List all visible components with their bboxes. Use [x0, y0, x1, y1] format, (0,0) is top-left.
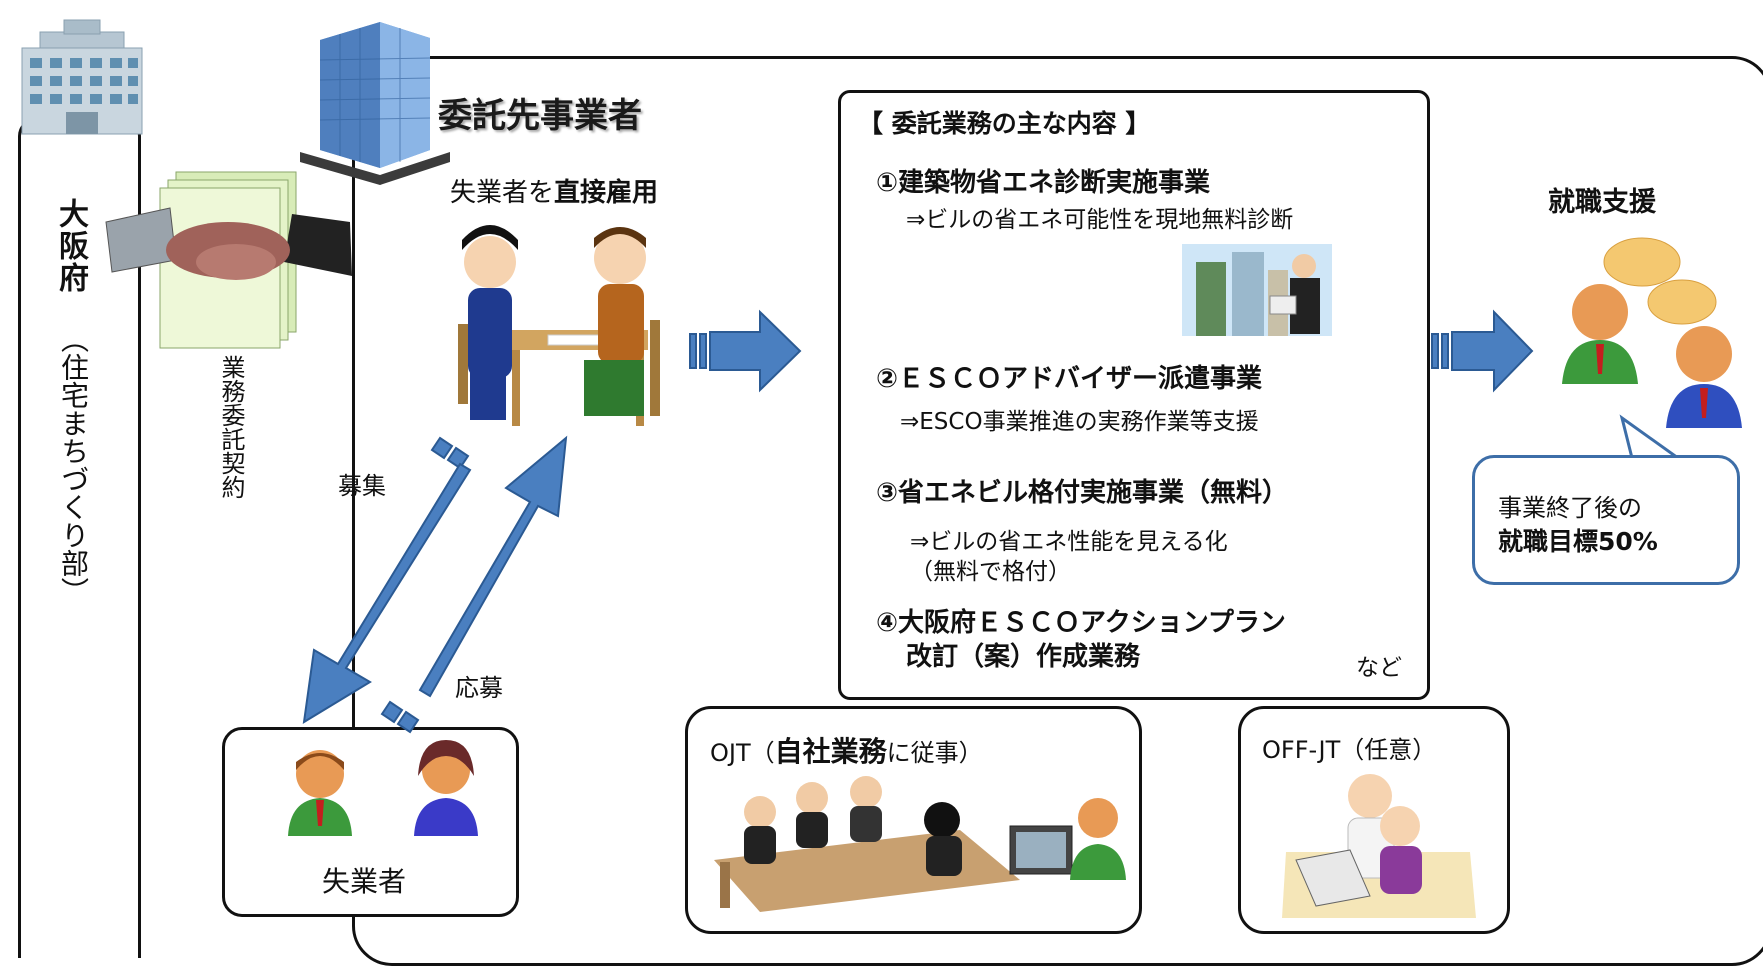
contents-etc: など — [1356, 655, 1402, 681]
ojt-title: OJT（自社業務に従事） — [710, 730, 983, 770]
training-illustration-icon — [1282, 774, 1476, 918]
ojt-bold: 自社業務 — [774, 735, 887, 768]
recruit-label: 募集 — [338, 472, 386, 500]
arrow-right-icon — [1431, 309, 1534, 393]
contents-item-2-sub: ⇒ESCO事業推進の実務作業等支援 — [900, 409, 1259, 435]
job-support-illustration-icon — [1562, 237, 1742, 428]
ojt-prefix: OJT（ — [710, 739, 775, 767]
office-tower-icon — [300, 22, 450, 185]
jobseeker-man-icon — [288, 750, 352, 836]
contents-item-3: ③省エネビル格付実施事業（無料） — [876, 478, 1289, 508]
handshake-icon — [105, 207, 352, 280]
ojt-suffix: に従事） — [886, 739, 983, 767]
direct-hire-label: 失業者を直接雇用 — [450, 172, 658, 209]
contents-item-4-line2: 改訂（案）作成業務 — [906, 642, 1141, 672]
osaka-prefecture-label: 大阪府 — [53, 198, 88, 294]
direct-hire-prefix: 失業者を — [450, 178, 555, 208]
contractor-title: 委託先事業者 — [438, 96, 642, 136]
meeting-illustration-icon — [714, 776, 1126, 912]
interview-illustration-icon — [458, 225, 660, 426]
apply-label: 応募 — [455, 674, 503, 702]
recruit-arrow-icon — [302, 436, 472, 724]
contents-item-3-sub: ⇒ビルの省エネ性能を見える化 — [910, 529, 1228, 555]
government-building-icon — [21, 19, 143, 135]
job-support-title: 就職支援 — [1548, 187, 1656, 218]
contents-item-2: ②ＥＳＣＯアドバイザー派遣事業 — [876, 364, 1263, 394]
contents-box — [838, 90, 1430, 700]
contents-item-1: ①建築物省エネ診断実施事業 — [876, 168, 1211, 198]
jobseeker-woman-icon — [414, 740, 478, 836]
apply-arrow-icon — [380, 435, 568, 734]
goal-line-2: 就職目標50% — [1498, 527, 1658, 556]
goal-speech-bubble — [1472, 455, 1740, 585]
arrow-right-icon — [689, 309, 802, 393]
contents-item-1-sub: ⇒ビルの省エネ可能性を現地無料診断 — [906, 207, 1294, 233]
contents-item-3-sub2: （無料で格付） — [910, 559, 1071, 585]
contents-item-4: ④大阪府ＥＳＣＯアクションプラン — [876, 608, 1286, 638]
contract-label: 業務委託契約 — [217, 355, 245, 499]
offjt-title: OFF-JT（任意） — [1262, 736, 1437, 764]
goal-line-1: 事業終了後の — [1498, 494, 1642, 522]
contents-title: 【 委託業務の主な内容 】 — [858, 109, 1151, 138]
building-survey-photo-icon — [1182, 244, 1332, 336]
osaka-dept-label: （住宅まちづくり部） — [57, 325, 90, 605]
jobseeker-label: 失業者 — [322, 865, 407, 898]
direct-hire-bold: 直接雇用 — [554, 178, 659, 208]
